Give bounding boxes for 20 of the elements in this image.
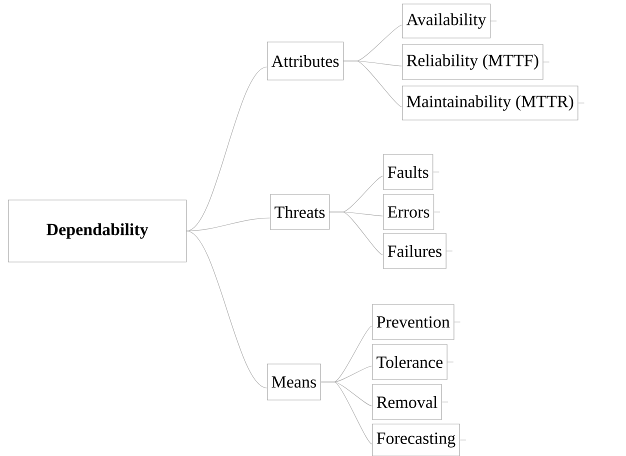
connector-line: [186, 66, 268, 232]
leaf-box: Forecasting: [372, 424, 466, 456]
connector-line: [329, 212, 384, 256]
connector-line: [186, 230, 268, 388]
root-box: Dependability: [8, 200, 187, 262]
leaf-box: Failures: [383, 233, 453, 269]
connector-line: [320, 382, 372, 444]
leaf-box: Availability: [402, 4, 497, 38]
topic-box: Attributes: [267, 42, 344, 80]
topic-box: Threats: [270, 194, 330, 230]
leaf-box: Maintainability (MTTR): [402, 86, 584, 120]
connector-line: [343, 60, 402, 108]
connector-line: [186, 218, 270, 232]
topic-box: Means: [267, 364, 321, 400]
leaf-box: Prevention: [372, 304, 460, 340]
leaf-box: Tolerance: [372, 344, 454, 380]
leaf-box: Reliability (MTTF): [402, 44, 550, 80]
leaf-box: Removal: [372, 384, 448, 420]
leaf-box: Faults: [383, 154, 440, 190]
leaf-box: Errors: [383, 194, 440, 230]
